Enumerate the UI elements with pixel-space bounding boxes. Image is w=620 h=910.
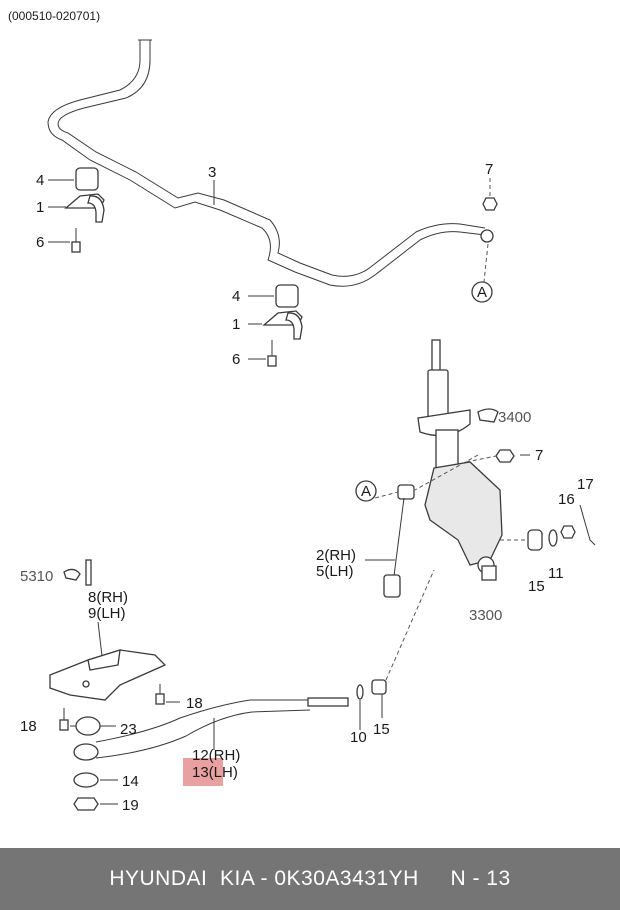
label-7-mid: 7 <box>535 447 543 464</box>
stabilizer-link <box>355 454 479 598</box>
label-23: 23 <box>120 721 137 738</box>
parts-diagram: (000510-020701) <box>8 9 596 814</box>
nut-7-upper <box>471 178 498 303</box>
bushing-upper-right <box>262 284 303 367</box>
label-6-lower: 6 <box>232 351 240 368</box>
label-16: 16 <box>558 491 575 508</box>
label-3: 3 <box>208 164 216 181</box>
ref-circle-a-2 <box>355 480 377 502</box>
nut-19 <box>73 797 99 811</box>
label-12-rh: 12(RH) <box>192 747 240 764</box>
label-1-upper: 1 <box>36 199 44 216</box>
bushing-upper-left <box>64 167 105 253</box>
ref-circle-a-1 <box>471 281 493 303</box>
label-15-lower: 15 <box>373 721 390 738</box>
label-5310: 5310 <box>20 568 53 585</box>
label-17: 17 <box>577 476 594 493</box>
label-11: 11 <box>548 565 564 582</box>
label-19: 19 <box>122 797 139 814</box>
ref-a-2-text: A <box>361 483 371 500</box>
label-3300: 3300 <box>469 607 502 624</box>
label-1-lower: 1 <box>232 316 240 333</box>
label-18-right: 18 <box>186 695 203 712</box>
tension-rod <box>73 569 435 761</box>
bracket-8-9 <box>49 621 167 701</box>
washer-14 <box>73 772 99 788</box>
label-5-lh: 5(LH) <box>316 563 354 580</box>
strut-assembly <box>417 339 503 581</box>
label-9-lh: 9(LH) <box>88 605 126 622</box>
label-4-upper: 4 <box>36 172 44 189</box>
label-13-lh: 13(LH) <box>192 764 238 781</box>
label-7-upper: 7 <box>485 161 493 178</box>
label-4-lower: 4 <box>232 288 240 305</box>
ref-a-1-text: A <box>477 284 487 301</box>
bushing-hardware-right <box>500 504 596 551</box>
label-10: 10 <box>350 729 367 746</box>
part-5310 <box>63 559 92 586</box>
leader-lines <box>48 179 530 805</box>
label-3400: 3400 <box>498 409 531 426</box>
label-15-upper: 15 <box>528 578 545 595</box>
label-8-rh: 8(RH) <box>88 589 128 606</box>
label-14: 14 <box>122 773 139 790</box>
label-6-upper: 6 <box>36 234 44 251</box>
header-code: (000510-020701) <box>8 9 100 23</box>
stabilizer-bar <box>47 39 494 287</box>
part-3400-icon <box>477 408 499 423</box>
highlight-box <box>183 758 223 786</box>
footer-text: HYUNDAI KIA - 0K30A3431YH N - 13 <box>109 867 511 890</box>
label-18-left: 18 <box>20 718 37 735</box>
nut-7-mid <box>495 449 515 463</box>
bolt-18 <box>59 684 165 731</box>
footer-bar: HYUNDAI KIA - 0K30A3431YH N - 13 <box>0 848 620 910</box>
label-2-rh: 2(RH) <box>316 547 356 564</box>
